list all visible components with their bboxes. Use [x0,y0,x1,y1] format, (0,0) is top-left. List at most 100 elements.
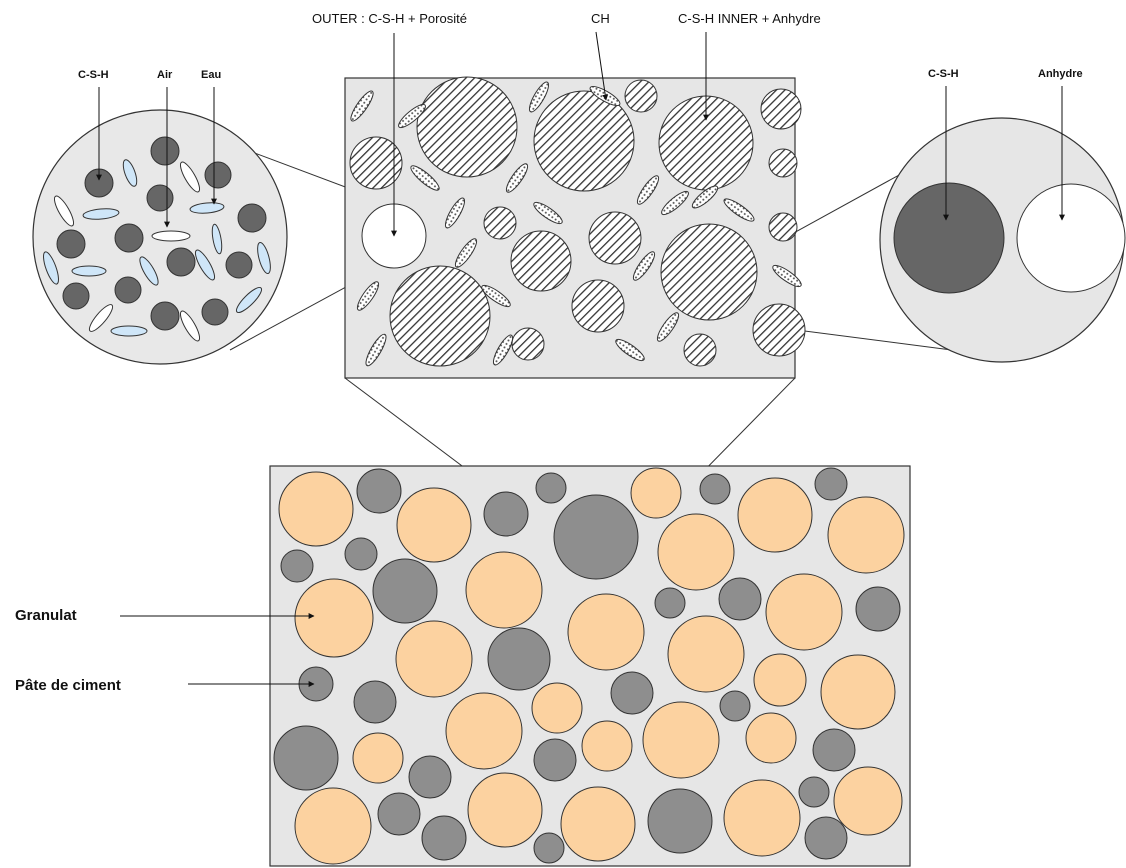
cement-paste-grain [855,586,901,632]
aggregate-grain [294,787,372,865]
aggregate-grain [560,786,636,862]
cement-paste-grain [535,472,567,504]
aggregate-grain [581,720,633,772]
cement-paste-grain [353,680,397,724]
aggregate-grain [531,682,583,734]
aggregate-grain [465,551,543,629]
cement-paste-grain [356,468,402,514]
cement-paste-grain [273,725,339,791]
cement-paste-grain [377,792,421,836]
ch-crystal [350,90,374,122]
inner-csh-anhydrous-grain [683,333,717,367]
cement-paste-grain [814,467,848,501]
ch-crystal [632,251,656,281]
air-void [179,310,201,342]
inner-csh-anhydrous-grain [483,206,517,240]
water-inclusion [211,223,223,255]
water-inclusion [257,241,271,275]
left-csh-label: C-S-H [78,69,109,81]
cement-paste-grain [533,832,565,864]
ch-crystal [481,284,511,308]
air-void [151,230,191,242]
csh-particle [150,301,180,331]
cement-paste-grain [812,728,856,772]
ch-crystal [528,81,550,113]
ch-crystal [656,312,680,342]
label-arrows [96,31,1065,687]
aggregate-grain [723,779,801,857]
ch-crystal [723,198,755,222]
csh-particle [204,161,232,189]
anhydre-label: Anhydre [1038,68,1083,80]
cement-paste-grain [344,537,378,571]
eau-label: Eau [201,69,221,81]
ch-crystal [691,185,719,209]
cement-paste-grain [553,494,639,580]
cement-paste-grain [421,815,467,861]
ch-crystal [661,190,689,216]
inner-csh-anhydrous-grain [624,79,658,113]
aggregate-grain [294,578,374,658]
anhydrous-circle [1016,183,1126,293]
cement-paste-grain [804,816,848,860]
csh-particle [146,184,174,212]
inner-csh-anhydrous-grain [760,88,802,130]
water-inclusion [189,202,225,214]
inner-csh-anhydrous-grain [389,265,491,367]
water-inclusion [43,251,59,285]
aggregate-grain [642,701,720,779]
inner-csh-anhydrous-grain [768,212,798,242]
outer-zoom-circle [32,109,288,365]
right-csh-label: C-S-H [928,68,959,80]
ch-crystal [615,338,645,362]
aggregate-grain [395,620,473,698]
aggregate-grain [833,766,903,836]
inner-csh-anhydrous-grain [510,230,572,292]
ch-crystal [356,281,380,311]
concrete-panel [269,465,911,867]
aggregate-grain [567,593,645,671]
cement-paste-grain [719,690,751,722]
ch-crystal [365,333,387,367]
aggregate-grain [657,513,735,591]
csh-particle [166,247,196,277]
cement-paste-grain [408,755,452,799]
aggregate-grain [820,654,896,730]
outer-label: OUTER : C-S-H + Porosité [312,11,467,26]
ch-crystal [398,103,426,129]
water-inclusion [71,265,107,277]
ch-crystal [636,175,660,205]
inner-csh-anhydrous-grain [571,279,625,333]
inner-csh-anhydrous-grain [349,136,403,190]
ch-label: CH [591,11,610,26]
pate-label: Pâte de ciment [15,677,121,694]
aggregate-grain [827,496,905,574]
ch-crystal [444,197,466,229]
aggregate-grain [630,467,682,519]
inner-csh-anhydrous-grain [511,327,545,361]
air-void [53,195,75,227]
cement-paste-grain [798,776,830,808]
aggregate-grain [765,573,843,651]
cement-paste-panel [344,76,806,379]
concrete-grains [273,467,905,865]
csh-particle [114,276,142,304]
aggregate-grain [745,712,797,764]
cement-paste-grain [483,491,529,537]
inner-csh-anhydrous-grain [768,148,798,178]
air-void [88,304,114,332]
aggregate-grain [737,477,813,553]
cement-paste-grain [610,671,654,715]
cement-paste-grain [487,627,551,691]
csh-particle [150,136,180,166]
aggregate-grain [278,471,354,547]
cement-paste-grain [718,577,762,621]
water-inclusion [122,159,138,187]
csh-particle [56,229,86,259]
aggregate-grain [667,615,745,693]
aggregate-grain [467,772,543,848]
water-inclusion [139,256,159,286]
water-inclusion [194,249,216,281]
csh-particle [62,282,90,310]
aggregate-grain [445,692,523,770]
